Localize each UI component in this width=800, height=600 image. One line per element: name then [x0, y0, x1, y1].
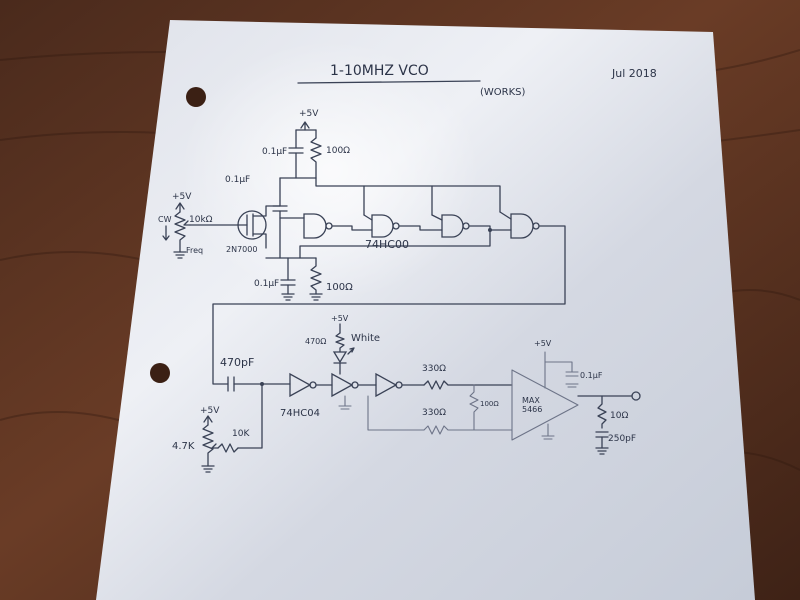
lower-res-label: 330Ω — [422, 408, 446, 418]
binder-hole-top — [186, 87, 206, 107]
led-arrows — [347, 347, 355, 355]
gate-cap-label: 0.1µF — [225, 175, 250, 185]
date-label: Jul 2018 — [611, 67, 657, 80]
gate2-to-gate3 — [398, 225, 443, 231]
pot-cw-label: CW — [158, 215, 172, 224]
amp-supply-label: +5V — [534, 339, 552, 348]
bias-res-label: 10K — [232, 429, 250, 439]
top-supply-label: +5V — [299, 109, 319, 119]
pot-cw-arrow — [162, 225, 170, 241]
pot-supply-label: +5V — [172, 192, 192, 202]
inv-ic-label: 74HC04 — [280, 408, 320, 419]
led-resistor — [335, 332, 345, 353]
top-cap-label: 0.1µF — [262, 147, 287, 157]
out-cap-label: 250pF — [608, 434, 636, 444]
bottom-res-label: 100Ω — [326, 282, 353, 293]
amp-cap-label: 0.1µF — [580, 371, 603, 380]
amp-cap-wire — [544, 361, 573, 373]
led-diode — [332, 351, 348, 364]
page-title: 1-10MHZ VCO — [330, 63, 429, 79]
bias-pot-label: 4.7K — [172, 441, 195, 452]
binder-hole-bottom — [150, 363, 170, 383]
upper-res-label: 330Ω — [422, 364, 446, 374]
buffer-section: 470pF 74HC04 +5V 470Ω White — [172, 314, 641, 473]
shunt-resistor — [469, 384, 479, 431]
gate2-tap — [363, 214, 373, 221]
bias-resistor — [217, 443, 239, 453]
out-resistor — [597, 395, 607, 429]
bias-wire — [237, 383, 263, 449]
bottom-cap-label: 0.1µF — [254, 279, 279, 289]
osc-ic-label: 74HC00 — [365, 238, 409, 251]
bottom-cap-ground-icon — [281, 293, 295, 301]
title-underline — [297, 80, 481, 84]
top-resistor — [310, 137, 322, 179]
output-terminal — [631, 391, 641, 401]
bias-pot — [202, 424, 214, 467]
bias-ground-icon — [201, 465, 215, 473]
oscillator-section: +5V 0.1µF 100Ω 0.1µF 2N7000 +5V — [158, 109, 566, 385]
pot-freq-label: Freq — [186, 246, 203, 255]
shunt-res-label: 100Ω — [480, 400, 499, 408]
lower-return-wire — [367, 395, 425, 431]
status-note: (WORKS) — [480, 87, 526, 98]
bottom-res-ground-icon — [309, 293, 323, 301]
top-res-label: 100Ω — [326, 146, 350, 156]
pot-value-label: 10kΩ — [189, 215, 213, 225]
amp-ground-icon — [541, 435, 555, 440]
gate4-tap — [499, 211, 512, 220]
bottom-resistor — [310, 257, 322, 295]
bias-supply-label: +5V — [200, 406, 220, 416]
osc-return-wire — [299, 229, 491, 259]
couple-cap-label: 470pF — [220, 356, 254, 369]
fet-source — [252, 233, 267, 249]
top-bus-wire — [315, 177, 501, 213]
feedback-wire — [212, 225, 566, 385]
lower-resistor — [423, 425, 513, 435]
pot-ground-icon — [173, 251, 187, 259]
out-ground-icon — [595, 447, 609, 455]
gate1-to-gate2 — [331, 225, 373, 231]
led-res-label: 470Ω — [305, 337, 326, 346]
out-res-label: 10Ω — [610, 411, 628, 421]
upper-resistor — [423, 380, 513, 390]
bias-supply-arrow — [203, 415, 213, 426]
gate3-tap — [431, 214, 443, 221]
amp-cap-ground-icon — [565, 383, 579, 388]
pot-supply-arrow — [175, 202, 185, 213]
fet-part-label: 2N7000 — [226, 245, 257, 254]
led-supply-label: +5V — [331, 314, 349, 323]
freq-pot — [174, 211, 186, 253]
top-supply-arrow — [300, 121, 310, 131]
inv-ground-icon — [338, 405, 352, 410]
led-color-label: White — [351, 333, 380, 344]
light-glare — [180, 40, 480, 300]
bias-pot-wiper — [211, 443, 219, 449]
fet-drain — [252, 205, 281, 217]
pot-wiper — [183, 220, 191, 226]
